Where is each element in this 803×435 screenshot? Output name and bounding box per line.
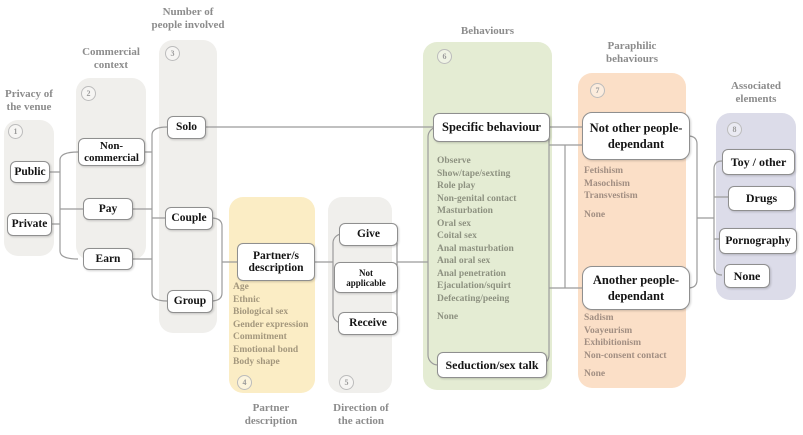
paraphilic-list-1: Fetishism Masochism Transvestism None <box>584 165 638 221</box>
list-item: Commitment <box>233 332 287 342</box>
associated-title-line1: Associated <box>730 80 782 92</box>
not-applicable-line1: Not <box>359 267 373 278</box>
node-solo: Solo <box>167 116 206 139</box>
list-item: Exhibitionism <box>584 338 642 348</box>
commercial-title-line2: context <box>93 59 129 71</box>
behaviours-list: Observe Show/tape/sexting Role play Non-… <box>437 155 516 324</box>
list-item: Anal oral sex <box>437 256 491 266</box>
partner-label-line1: Partner <box>252 402 290 414</box>
list-item: Coital sex <box>437 231 477 241</box>
partner-box-line2: description <box>248 262 304 274</box>
non-commercial-line1: Non- <box>99 139 124 152</box>
list-item: Role play <box>437 181 476 191</box>
list-item: Ethnic <box>233 294 260 305</box>
partner-attributes-list: Age Ethnic Biological sex Gender express… <box>233 281 308 369</box>
step-number-5: 5 <box>339 375 354 390</box>
list-item-none: None <box>584 209 606 220</box>
commercial-panel <box>76 78 146 260</box>
paraphilic-title-line2: behaviours <box>606 53 658 65</box>
step-number-1: 1 <box>8 124 23 139</box>
node-public: Public <box>10 161 50 183</box>
list-item: Age <box>233 282 249 292</box>
list-item: Transvestism <box>584 191 638 201</box>
list-item: Biological sex <box>233 307 289 317</box>
node-not-other-people-dependant: Not other people- dependant <box>582 112 690 160</box>
partner-box-line1: Partner/s <box>253 249 299 262</box>
associated-title-line2: elements <box>735 93 777 105</box>
people-panel <box>159 40 217 333</box>
list-item: Voayeurism <box>584 325 633 336</box>
paraphilic-title: Paraphilic behaviours <box>578 40 686 66</box>
step-number-3: 3 <box>165 46 180 61</box>
associated-title: Associated elements <box>716 80 796 106</box>
node-seduction-sex-talk: Seduction/sex talk <box>437 352 547 378</box>
list-item: Masturbation <box>437 206 493 216</box>
list-item: Oral sex <box>437 218 472 229</box>
step-number-6: 6 <box>437 49 452 64</box>
direction-label-line1: Direction of <box>333 402 389 414</box>
list-item: Observe <box>437 156 471 166</box>
list-item-none: None <box>584 369 606 379</box>
list-item: Non-genital contact <box>437 193 517 204</box>
privacy-title-line2: the venue <box>6 101 52 113</box>
people-title-line1: Number of <box>162 6 214 18</box>
node-partner-description: Partner/s description <box>237 243 315 281</box>
node-non-commercial: Non- commercial <box>78 138 145 166</box>
partner-label: Partner description <box>227 402 315 428</box>
list-item: Show/tape/sexting <box>437 168 511 179</box>
node-give: Give <box>339 223 398 246</box>
list-item: Masochism <box>584 178 630 189</box>
list-item: Non-consent contact <box>584 350 667 361</box>
node-another-people-dependant: Another people- dependant <box>582 266 690 310</box>
paraphilic-title-line1: Paraphilic <box>607 40 657 52</box>
node-pay: Pay <box>83 198 133 220</box>
node-receive: Receive <box>338 312 398 335</box>
behaviours-title: Behaviours <box>460 25 515 37</box>
people-title: Number of people involved <box>142 6 234 32</box>
node-not-applicable: Not applicable <box>334 262 398 293</box>
list-item: Defecating/peeing <box>437 293 510 304</box>
commercial-title: Commercial context <box>76 46 146 72</box>
node-private: Private <box>7 213 52 236</box>
paraphilic-list-2: Sadism Voayeurism Exhibitionism Non-cons… <box>584 312 667 381</box>
list-item: Anal penetration <box>437 268 506 279</box>
step-number-4: 4 <box>237 375 252 390</box>
privacy-title: Privacy of the venue <box>0 88 58 114</box>
node-drugs: Drugs <box>728 186 795 211</box>
list-item: Ejaculation/squirt <box>437 281 511 291</box>
direction-label: Direction of the action <box>322 402 400 428</box>
commercial-title-line1: Commercial <box>82 46 140 58</box>
step-number-8: 8 <box>727 122 742 137</box>
node-group: Group <box>167 290 213 313</box>
list-item-none: None <box>437 312 459 322</box>
another-line2: dependant <box>607 289 665 303</box>
node-couple: Couple <box>165 207 213 230</box>
not-other-line2: dependant <box>607 137 665 151</box>
not-other-line1: Not other people- <box>589 121 683 135</box>
list-item: Sadism <box>584 313 614 323</box>
step-number-2: 2 <box>81 86 96 101</box>
list-item: Body shape <box>233 357 280 367</box>
list-item: Gender expression <box>233 319 309 330</box>
partner-label-line2: description <box>244 415 298 427</box>
non-commercial-line2: commercial <box>84 152 139 164</box>
node-pornography: Pornography <box>719 228 797 254</box>
step-number-7: 7 <box>590 83 605 98</box>
direction-label-line2: the action <box>337 415 385 427</box>
not-applicable-line2: applicable <box>346 277 386 288</box>
node-earn: Earn <box>83 248 133 270</box>
node-specific-behaviour: Specific behaviour <box>433 113 550 142</box>
another-line1: Another people- <box>592 273 680 287</box>
list-item: Anal masturbation <box>437 243 514 254</box>
people-title-line2: people involved <box>151 19 225 31</box>
privacy-title-line1: Privacy of <box>5 88 53 100</box>
list-item: Emotional bond <box>233 344 299 355</box>
node-toy-other: Toy / other <box>722 149 795 175</box>
node-none: None <box>724 264 770 288</box>
partner-panel <box>229 197 315 393</box>
list-item: Fetishism <box>584 166 624 176</box>
